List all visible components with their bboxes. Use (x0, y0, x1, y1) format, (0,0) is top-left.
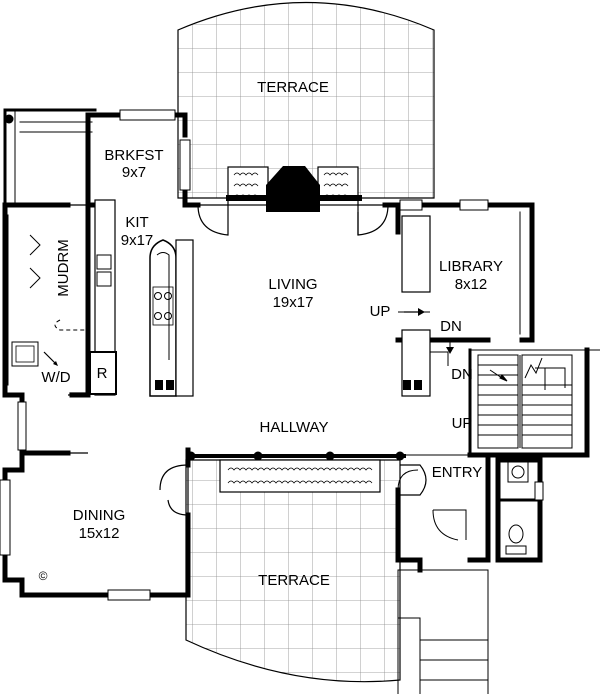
windows (0, 109, 544, 601)
mudroom-fixtures (11, 234, 85, 367)
hall-columns (4, 114, 406, 461)
library-fixtures (398, 215, 454, 397)
wd-label: W/D (41, 369, 70, 386)
fireplace (226, 166, 362, 212)
kitchen-peninsula (175, 239, 194, 397)
planter-bottom (219, 459, 381, 493)
terrace-bottom-label: TERRACE (258, 572, 330, 589)
kit-label: KIT (125, 214, 148, 231)
brkfst-label: BRKFST (104, 147, 163, 164)
kit-size: 9x17 (121, 232, 154, 249)
copyright-mark: © (39, 569, 48, 583)
living-label: LIVING (268, 276, 317, 293)
living-size: 19x17 (273, 294, 314, 311)
hallway-label: HALLWAY (260, 419, 329, 436)
library-size: 8x12 (455, 276, 488, 293)
dn-stair-label: DN (451, 366, 473, 383)
dining-size: 15x12 (79, 525, 120, 542)
up-stair-label: UP (452, 415, 473, 432)
terrace-top-label: TERRACE (257, 79, 329, 96)
mudrm-label: MUDRM (55, 239, 72, 297)
brkfst-size: 9x7 (122, 164, 146, 181)
entry-label: ENTRY (432, 464, 483, 481)
library-label: LIBRARY (439, 258, 503, 275)
terrace-top (177, 1, 435, 199)
dn-library-label: DN (440, 318, 462, 335)
kitchen-island (149, 239, 177, 397)
terrace-bottom (185, 459, 401, 683)
doors (68, 204, 427, 516)
dining-label: DINING (73, 507, 126, 524)
up-living-label: UP (370, 303, 391, 320)
kitchen-counters (89, 199, 117, 396)
stair (477, 354, 573, 449)
entry-fixtures (397, 461, 529, 555)
fridge-label: R (97, 365, 108, 382)
